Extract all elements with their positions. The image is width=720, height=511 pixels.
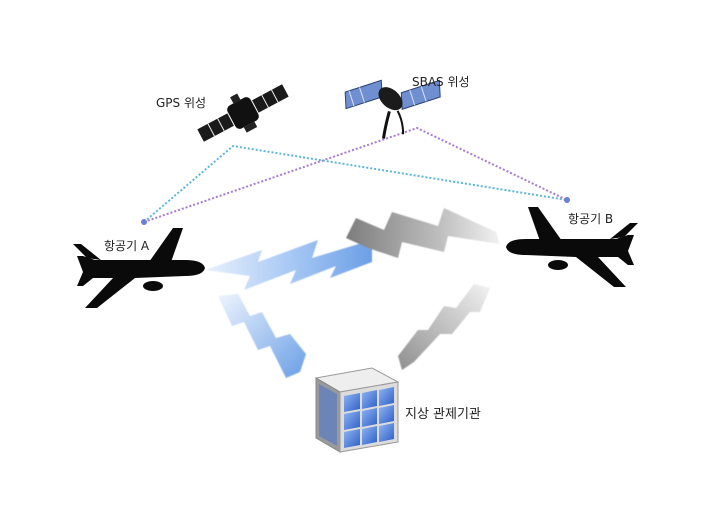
aircraft-a-label: 항공기 A [104, 239, 150, 253]
aircraft-b-icon [506, 207, 638, 287]
gps-satellite-icon [197, 84, 289, 142]
aircraft-b-label: 항공기 B [568, 212, 614, 226]
gps-link-line [143, 144, 568, 223]
ground-control-label: 지상 관제기관 [405, 407, 481, 422]
sbas-satellite-icon [344, 79, 441, 139]
link-node-a [141, 219, 147, 225]
lightning-signal-icon [205, 208, 500, 290]
building-windows [319, 384, 394, 448]
signal-a-to-ground [218, 294, 306, 378]
sbas-satellite-label: SBAS 위성 [412, 75, 470, 89]
sbas-link-line [143, 126, 568, 223]
link-node-b [564, 197, 570, 203]
signal-a-to-b-blue [205, 240, 372, 290]
gps-satellite-label: GPS 위성 [156, 96, 207, 110]
signal-a-to-b-gray [346, 208, 500, 258]
aircraft-a-icon [73, 228, 205, 308]
gps-links [143, 144, 568, 223]
sbas-links [143, 126, 568, 223]
lightning-signal-icon [218, 294, 306, 378]
signal-b-to-ground [398, 284, 490, 370]
ground-control-building-icon [314, 367, 400, 453]
lightning-signal-icon [398, 284, 490, 370]
